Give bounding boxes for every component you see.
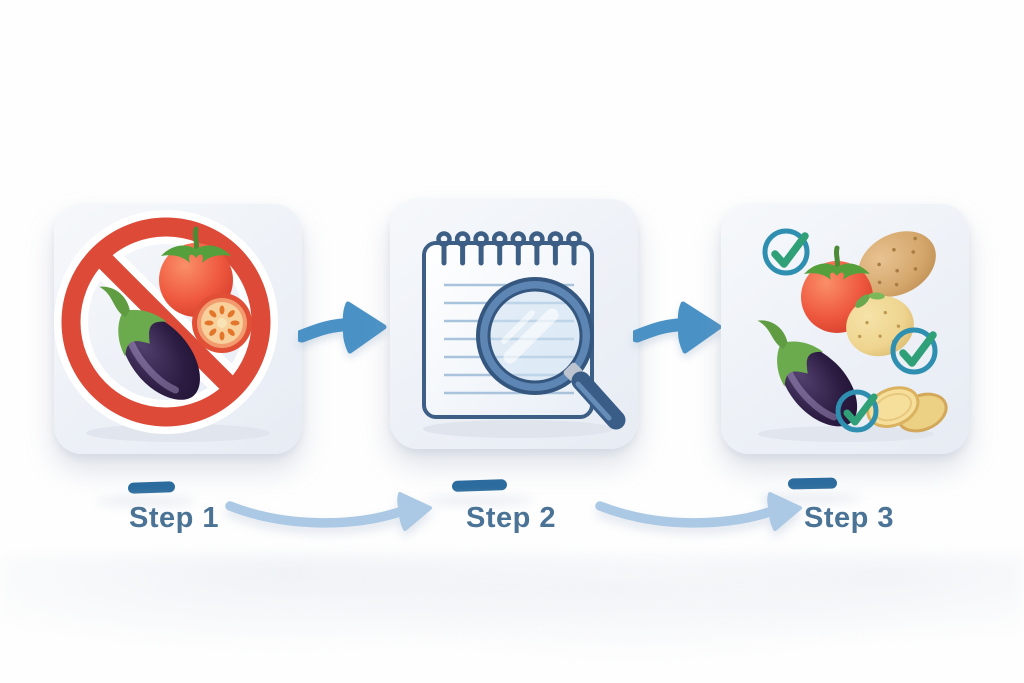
eggplant-icon — [99, 286, 200, 400]
decorative-wisp — [756, 494, 861, 503]
potato-icon — [858, 231, 936, 297]
connector-arrow-icon — [633, 301, 722, 354]
background-haze — [0, 555, 1024, 683]
step-3-marker-dash — [787, 477, 838, 490]
checkmark-icon — [762, 228, 810, 276]
notepad-with-magnifier-icon — [422, 231, 626, 438]
approved-vegetables-icon — [757, 228, 948, 442]
step-3-label: Step 3 — [804, 502, 895, 534]
step-2-label: Step 2 — [466, 502, 557, 534]
ground-shadow — [758, 426, 934, 442]
step-1-card — [54, 204, 302, 454]
checkmark-icon — [890, 327, 938, 375]
step-2-card — [390, 199, 638, 449]
prohibition-sign-icon — [54, 210, 278, 434]
step-1-marker-dash — [127, 481, 176, 494]
spiral-binding-icon — [436, 231, 582, 266]
ground-shadow — [423, 420, 613, 438]
connector-arrow-icon — [298, 301, 387, 354]
prohibited-nightshade-vegetables-icon — [54, 210, 278, 442]
tomato-half-icon — [192, 293, 252, 353]
magnifier-icon — [476, 277, 626, 430]
step-2-marker-dash — [451, 479, 508, 492]
step-1-label: Step 1 — [129, 502, 220, 534]
checkmark-icon — [835, 389, 879, 433]
flow-arrow-icon — [225, 492, 432, 531]
potato-slices-icon — [866, 386, 948, 433]
flow-arrow-icon — [595, 492, 802, 531]
decorative-wisp — [424, 496, 534, 505]
step-3-card — [721, 204, 969, 454]
decorative-wisp — [96, 497, 196, 506]
